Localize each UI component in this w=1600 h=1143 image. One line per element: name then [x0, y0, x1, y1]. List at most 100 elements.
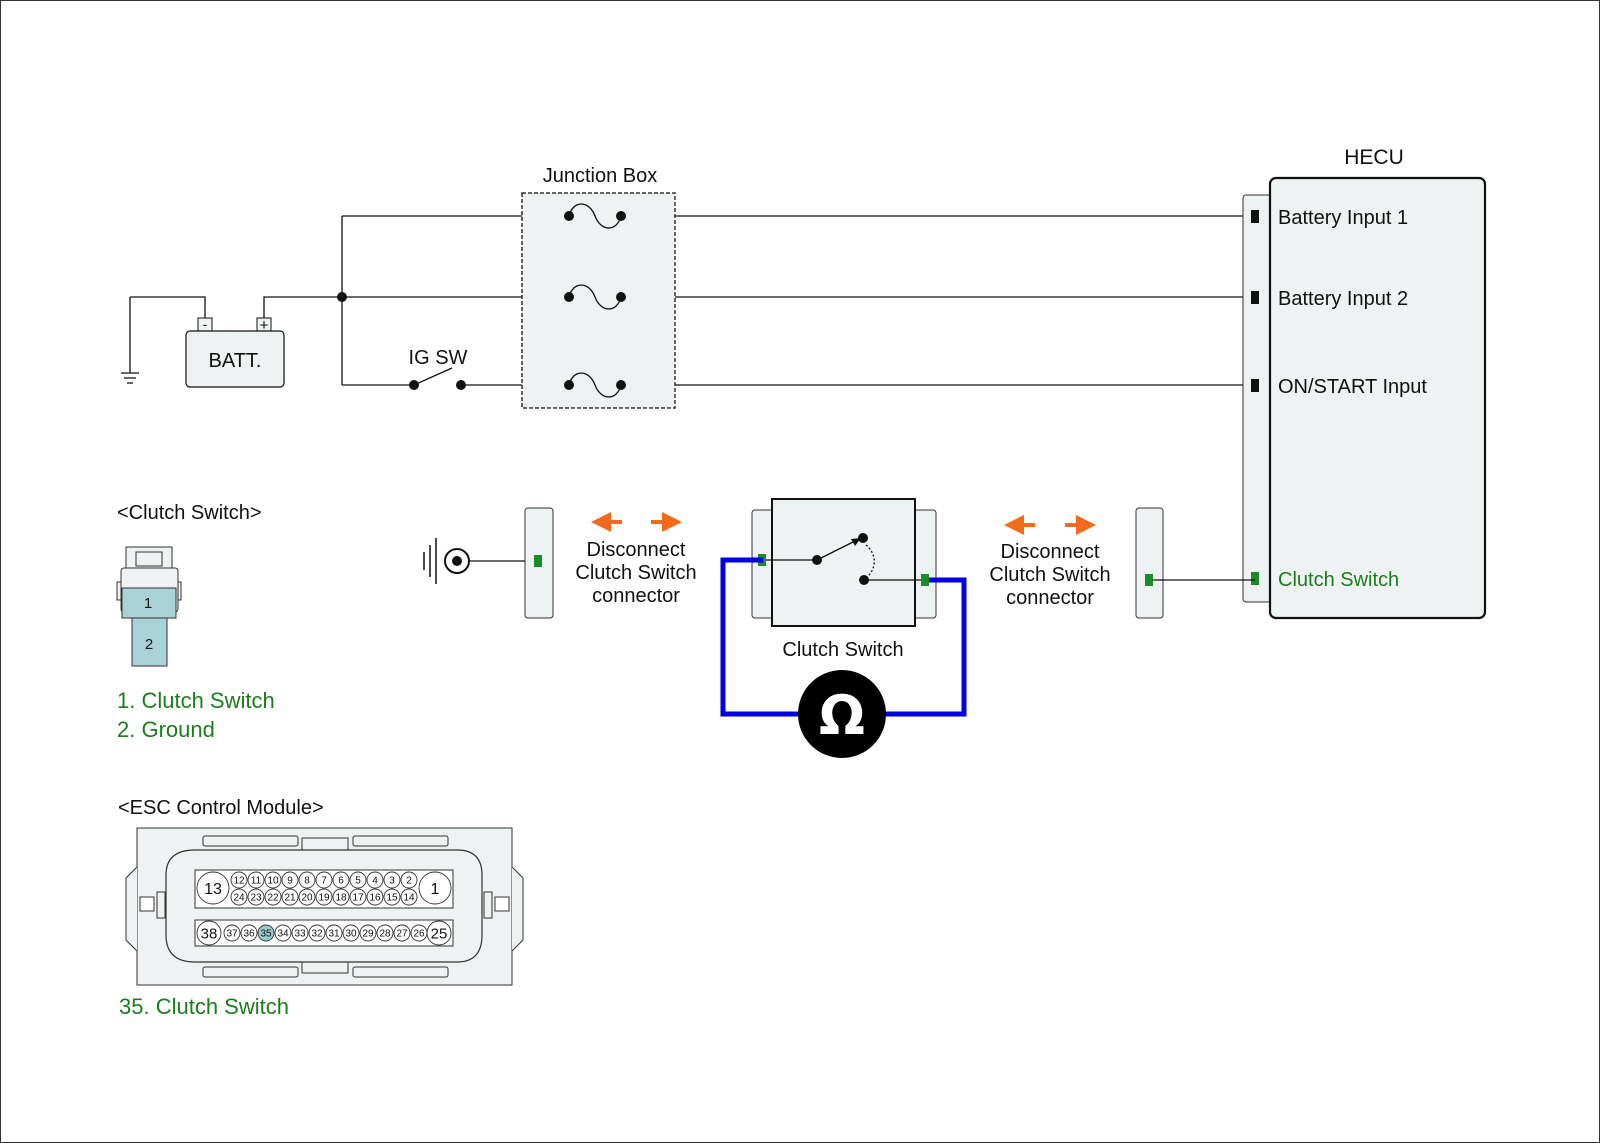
- esc-pin-label: 30: [345, 929, 357, 940]
- clutch-connector-view: <Clutch Switch> 1 2 1. Clutch Switch 2. …: [116, 502, 275, 742]
- fuse-icon: [564, 372, 626, 398]
- hecu-pin-label: Battery Input 2: [1278, 288, 1408, 310]
- battery-label: BATT.: [209, 350, 262, 372]
- battery-neg-symbol: -: [203, 316, 208, 332]
- esc-pin-label: 19: [318, 893, 330, 904]
- hecu-pin-terminal: [1251, 379, 1259, 392]
- esc-pin-label: 24: [233, 893, 245, 904]
- esc-module-title: <ESC Control Module>: [118, 797, 324, 819]
- esc-pin: [383, 888, 401, 906]
- esc-pin: [400, 888, 418, 906]
- esc-pin: [247, 871, 265, 889]
- esc-pin: [264, 871, 282, 889]
- ground-icon: [121, 372, 139, 384]
- connector-terminal: [921, 574, 929, 586]
- esc-pin-label: 2: [406, 876, 412, 887]
- esc-pin-label: 7: [321, 876, 327, 887]
- fuse-icon: [564, 284, 626, 310]
- clutch-legend-2: 2. Ground: [117, 717, 215, 742]
- junction-box: Junction Box: [521, 165, 676, 409]
- esc-pin-label: 11: [251, 876, 262, 887]
- hecu-pin-terminal: [1251, 210, 1259, 223]
- esc-pin-label: 23: [250, 893, 262, 904]
- esc-pin-label: 1: [431, 881, 440, 898]
- esc-pin-label: 6: [338, 876, 344, 887]
- esc-pin: [332, 888, 350, 906]
- power-wires: [341, 215, 1253, 386]
- esc-pin-label: 29: [362, 929, 374, 940]
- esc-pin-label: 13: [204, 881, 222, 898]
- esc-pin: [281, 871, 299, 889]
- meter-lead-left: [720, 557, 800, 717]
- esc-pin: [342, 924, 360, 942]
- esc-pin-label: 12: [233, 876, 245, 887]
- esc-pin-label: 17: [352, 893, 364, 904]
- esc-pin: [240, 924, 258, 942]
- esc-pin: [349, 888, 367, 906]
- fuse-icon: [564, 203, 626, 229]
- meter-lead-right: [885, 577, 967, 717]
- esc-pin: [315, 888, 333, 906]
- esc-pin-label: 25: [431, 925, 448, 942]
- esc-pin-label: 4: [372, 876, 378, 887]
- esc-pin: [383, 871, 401, 889]
- hecu-side-connector: [1135, 507, 1255, 619]
- esc-pin: [376, 924, 394, 942]
- clutch-switch-device: Clutch Switch: [751, 498, 937, 661]
- switch-icon: [816, 539, 858, 561]
- esc-pin-label: 9: [287, 876, 293, 887]
- esc-pin: [257, 924, 275, 942]
- esc-pin-label: 22: [267, 893, 279, 904]
- esc-legend: 35. Clutch Switch: [119, 994, 289, 1019]
- svg-text:Ω: Ω: [819, 684, 865, 747]
- esc-pin-label: 3: [389, 876, 395, 887]
- esc-pin: [196, 871, 230, 905]
- esc-pin: [247, 888, 265, 906]
- disconnect-label-left: Disconnect Clutch Switch connector: [575, 539, 696, 607]
- clutch-legend-1: 1. Clutch Switch: [117, 688, 275, 713]
- esc-pin: [315, 871, 333, 889]
- esc-pin: [308, 924, 326, 942]
- battery-pos-symbol: +: [260, 317, 269, 334]
- ground-connector: [423, 507, 554, 619]
- esc-pin-label: 32: [311, 929, 323, 940]
- hecu: HECU Battery Input 1 Battery Input 2 ON/…: [1242, 146, 1487, 620]
- svg-text:connector: connector: [592, 585, 680, 607]
- esc-pin: [230, 888, 248, 906]
- junction-box-title: Junction Box: [543, 165, 658, 187]
- esc-pin-label: 37: [226, 929, 238, 940]
- esc-pin-label: 16: [369, 893, 381, 904]
- ohmmeter-icon: Ω: [798, 670, 886, 758]
- clutch-switch-label: Clutch Switch: [782, 639, 903, 661]
- hecu-pin-label: ON/START Input: [1278, 376, 1427, 398]
- esc-pin-label: 5: [355, 876, 361, 887]
- esc-pin-label: 28: [379, 929, 391, 940]
- clutch-connector-title: <Clutch Switch>: [117, 502, 262, 524]
- esc-pin: [410, 924, 428, 942]
- hecu-pin-label: Battery Input 1: [1278, 207, 1408, 229]
- hecu-pin-terminal: [1251, 291, 1259, 304]
- esc-pin-label: 20: [301, 893, 313, 904]
- esc-pin: [298, 888, 316, 906]
- esc-pin: [281, 888, 299, 906]
- battery: [185, 330, 285, 388]
- esc-pin: [349, 871, 367, 889]
- esc-pin-label: 38: [201, 925, 218, 942]
- esc-pin: [230, 871, 248, 889]
- ig-switch-label: IG SW: [409, 347, 468, 369]
- esc-pin-label: 27: [396, 929, 408, 940]
- svg-text:connector: connector: [1006, 587, 1094, 609]
- disconnect-label-right: Disconnect Clutch Switch connector: [989, 541, 1110, 609]
- hecu-pin-terminal: [1251, 572, 1259, 585]
- esc-pin: [393, 924, 411, 942]
- esc-pin-label: 35: [260, 929, 272, 940]
- esc-pin-label: 14: [403, 893, 415, 904]
- ground-icon: [423, 538, 470, 584]
- esc-pin: [325, 924, 343, 942]
- esc-pin-label: 18: [335, 893, 347, 904]
- svg-text:Clutch Switch: Clutch Switch: [575, 562, 696, 584]
- esc-pin: [359, 924, 377, 942]
